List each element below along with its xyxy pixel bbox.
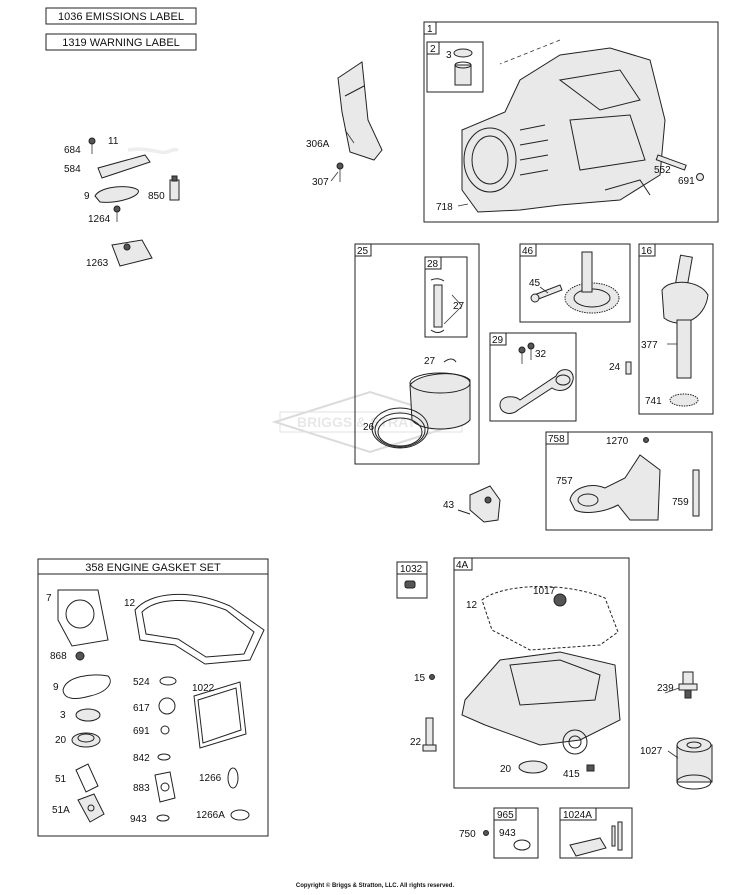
gasket-callout-524: 524 [133,677,150,688]
gasket-callout-3: 3 [60,710,66,721]
callout-1027: 1027 [640,746,663,757]
box-1024a: 1024A [559,807,633,859]
callout-684: 684 [64,145,81,156]
dowel-pin-24 [625,361,632,375]
box-1-label: 1 [427,24,433,35]
box-29-connecting-rod: 29 [489,332,577,422]
gasket-callout-51a: 51A [52,805,70,816]
gasket-set-box: 358 ENGINE GASKET SET [37,558,269,837]
callout-11: 11 [108,136,119,147]
callout-306a: 306A [306,139,330,150]
callout-552: 552 [654,165,671,176]
callout-15: 15 [414,673,426,684]
callout-32: 32 [535,349,547,360]
callout-9: 9 [84,191,90,202]
callout-718: 718 [436,202,453,213]
callout-45: 45 [529,278,541,289]
gasket-callout-12: 12 [124,598,136,609]
callout-22: 22 [410,737,422,748]
box-4a-label: 4A [456,560,469,571]
box-46-camshaft: 46 [519,243,631,323]
callout-307: 307 [312,177,329,188]
breather-group [88,137,180,267]
callout-12-sump: 12 [466,600,478,611]
callout-3: 3 [446,50,452,61]
callout-1270: 1270 [606,436,629,447]
callout-750: 750 [459,829,476,840]
box-25-piston: 25 28 [354,243,480,465]
gasket-callout-943: 943 [130,814,147,825]
box-758-rocker: 758 [545,431,713,531]
callout-239: 239 [657,683,674,694]
gasket-callout-20: 20 [55,735,67,746]
callout-377: 377 [641,340,658,351]
box-2-label: 2 [430,44,436,55]
warning-label-box: 1319 WARNING LABEL [45,33,197,51]
callout-27-pin: 27 [453,301,465,312]
callout-850: 850 [148,191,165,202]
box-28-label: 28 [427,259,439,270]
callout-43: 43 [443,500,455,511]
box-16-crankshaft: 16 [638,243,714,415]
callout-757: 757 [556,476,573,487]
leader-lines [330,129,680,759]
plug-750 [483,830,489,836]
bolt-22 [422,717,437,752]
gasket-callout-883: 883 [133,783,150,794]
callout-691: 691 [678,176,695,187]
emissions-label-text: 1036 EMISSIONS LABEL [58,11,184,23]
box-1-cylinder: 1 2 3 [423,21,719,223]
box-1032-label: 1032 [400,564,423,575]
box-1032: 1032 [396,561,428,599]
callout-1017: 1017 [533,586,556,597]
callout-1263: 1263 [86,258,109,269]
watermark-text: BRIGGS & STRATTON [297,414,445,430]
gasket-callout-1266a: 1266A [196,810,225,821]
callout-20-sump: 20 [500,764,512,775]
gasket-callout-9: 9 [53,682,59,693]
gasket-callout-1266: 1266 [199,773,222,784]
copyright-notice: Copyright © Briggs & Stratton, LLC. All … [295,883,455,889]
gasket-callout-51: 51 [55,774,67,785]
box-965: 965 [493,807,539,859]
callout-26: 26 [363,422,375,433]
gasket-callout-617: 617 [133,703,150,714]
callout-415: 415 [563,769,580,780]
box-29-label: 29 [492,335,504,346]
sensor-239 [678,671,698,699]
heat-shield [336,61,383,182]
callout-24: 24 [609,362,621,373]
gasket-callout-842: 842 [133,753,150,764]
callout-27-ring: 27 [424,356,436,367]
box-1024a-label: 1024A [563,810,592,821]
box-16-label: 16 [641,246,653,257]
box-758-label: 758 [548,434,565,445]
box-4a-sump: 4A [453,557,630,789]
box-25-label: 25 [357,246,369,257]
callout-741: 741 [645,396,662,407]
emissions-label-box: 1036 EMISSIONS LABEL [45,7,197,25]
callout-584: 584 [64,164,81,175]
gasket-callout-691: 691 [133,726,150,737]
box-965-label: 965 [497,810,514,821]
box-46-label: 46 [522,246,534,257]
plug-15 [429,674,435,680]
warning-label-text: 1319 WARNING LABEL [62,37,180,49]
callout-759: 759 [672,497,689,508]
governor-43 [457,485,501,523]
gasket-callout-7: 7 [46,593,52,604]
callout-1264: 1264 [88,214,111,225]
gasket-set-title: 358 ENGINE GASKET SET [85,562,221,574]
callout-943-box: 943 [499,828,516,839]
gasket-callout-868: 868 [50,651,67,662]
gasket-callout-1022: 1022 [192,683,215,694]
oil-filter-1027 [676,737,713,790]
